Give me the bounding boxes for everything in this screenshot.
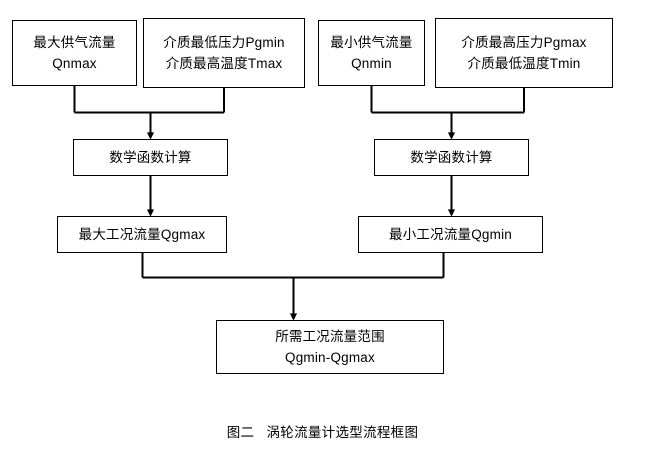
- node-pgmax-tmin-line2: 介质最低温度Tmin: [467, 56, 581, 71]
- node-pgmin-tmax[interactable]: 介质最低压力Pgmin 介质最高温度Tmax: [143, 18, 305, 88]
- node-qgmin-label: 最小工况流量Qgmin: [389, 226, 512, 242]
- node-required-range[interactable]: 所需工况流量范围 Qgmin-Qgmax: [216, 320, 444, 374]
- node-qnmax[interactable]: 最大供气流量 Qnmax: [12, 20, 137, 86]
- node-required-range-line1: 所需工况流量范围: [275, 328, 385, 344]
- figure-caption: 图二 涡轮流量计选型流程框图: [226, 425, 419, 440]
- node-calc-left[interactable]: 数学函数计算: [73, 139, 228, 176]
- node-qnmin-line1: 最小供气流量: [330, 34, 413, 50]
- node-qnmin[interactable]: 最小供气流量 Qnmin: [318, 20, 425, 86]
- node-qnmax-line2: Qnmax: [52, 56, 97, 71]
- node-calc-right[interactable]: 数学函数计算: [374, 139, 529, 176]
- node-required-range-line2: Qgmin-Qgmax: [285, 350, 375, 365]
- node-qgmax[interactable]: 最大工况流量Qgmax: [57, 216, 227, 253]
- node-pgmin-tmax-line2: 介质最高温度Tmax: [165, 56, 283, 71]
- node-qgmax-label: 最大工况流量Qgmax: [78, 226, 206, 242]
- node-pgmin-tmax-line1: 介质最低压力Pgmin: [163, 34, 285, 50]
- node-pgmax-tmin-line1: 介质最高压力Pgmax: [461, 34, 587, 50]
- node-qgmin[interactable]: 最小工况流量Qgmin: [358, 216, 543, 253]
- node-calc-left-label: 数学函数计算: [109, 149, 192, 165]
- node-qnmin-line2: Qnmin: [351, 56, 392, 71]
- node-pgmax-tmin[interactable]: 介质最高压力Pgmax 介质最低温度Tmin: [435, 18, 613, 88]
- node-qnmax-line1: 最大供气流量: [33, 34, 116, 50]
- node-calc-right-label: 数学函数计算: [410, 149, 493, 165]
